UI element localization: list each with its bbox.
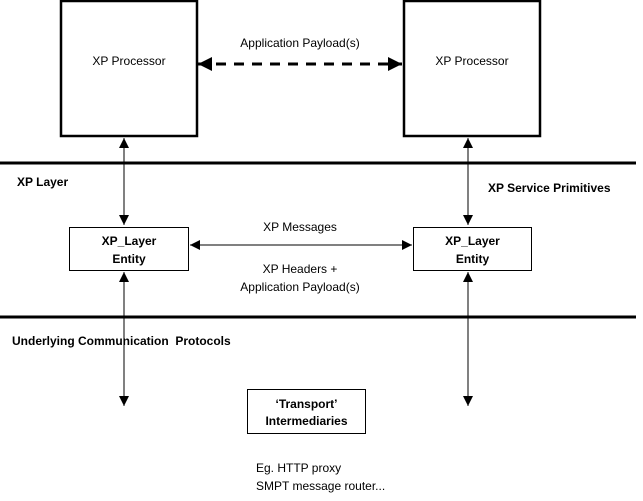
messages-label: XP Messages	[263, 220, 337, 234]
processor-left-box	[59, 0, 199, 138]
examples-label-2: SMPT message router...	[256, 479, 386, 493]
examples-label-1: Eg. HTTP proxy	[256, 461, 342, 475]
entity-right-box	[413, 227, 532, 271]
payload-label: Application Payload(s)	[240, 36, 360, 50]
entity-right-label-1: XP_Layer	[445, 234, 500, 248]
entity-left-box	[69, 227, 189, 271]
entity-right-label-2: Entity	[455, 252, 490, 266]
processor-right-label: XP Processor	[435, 54, 509, 68]
entity-left-label-2: Entity	[112, 252, 146, 266]
xp-layer-label: XP Layer	[17, 175, 69, 189]
headers-label-1: XP Headers +	[262, 262, 338, 276]
transport-label-2: Intermediaries	[265, 414, 348, 428]
service-primitives-label: XP Service Primitives	[488, 181, 611, 195]
processor-left-label: XP Processor	[92, 54, 166, 68]
transport-label-1: ‘Transport’	[275, 397, 338, 411]
entity-left-label-1: XP_Layer	[101, 234, 157, 248]
processor-right-box	[402, 0, 542, 138]
transport-box	[247, 389, 366, 434]
headers-label-2: Application Payload(s)	[240, 280, 360, 294]
underlying-protocols-label: Underlying Communication Protocols	[12, 334, 231, 348]
